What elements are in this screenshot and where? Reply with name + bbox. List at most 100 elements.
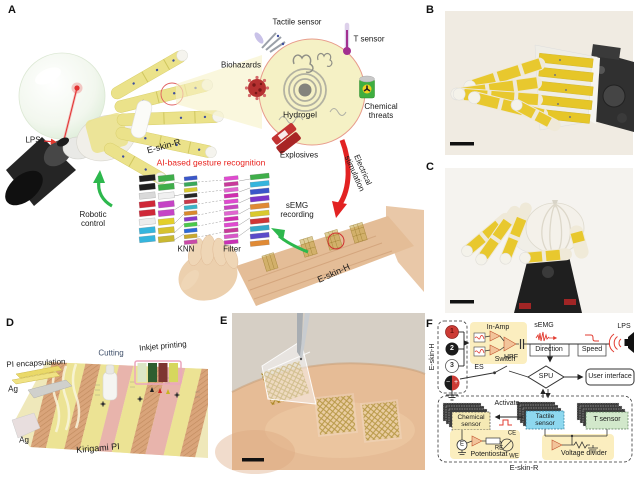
potentiostat-label: Potentiostat (470, 451, 508, 459)
spu-label: SPU (538, 373, 554, 381)
electrode-3-label: 3 (450, 362, 454, 370)
e-label: E (459, 441, 465, 448)
panel-d-label: D (6, 317, 14, 329)
robotic-control-label: Robotic control (79, 210, 107, 228)
dynamite-icon (271, 123, 301, 154)
mesh-patch (314, 393, 358, 437)
scale-bar-c (450, 300, 474, 304)
eskin-r-box (437, 395, 633, 463)
magnifier-circle (258, 38, 366, 146)
chemical-barrel-icon (359, 75, 375, 99)
stimulation-electrode-pair (444, 375, 460, 401)
hpf-label: HPF (504, 354, 518, 362)
ai-gesture-title: AI-based gesture recognition (156, 157, 266, 168)
human-arm (178, 206, 424, 306)
robot-hand-a (5, 49, 224, 206)
panel-e-label: E (220, 315, 228, 327)
cutting-tool (102, 364, 118, 401)
chemical-sensor-stack (442, 402, 491, 431)
virus-icon (244, 75, 270, 101)
garlic-bulb (525, 200, 585, 254)
t-sensor-stack (576, 402, 629, 430)
potentiostat-block (450, 430, 520, 459)
f-eskin-h-label: E-skin-H (429, 343, 437, 371)
direction-label: Direction (535, 346, 563, 354)
knn-label: KNN (177, 244, 195, 254)
panel-b-photo (445, 11, 634, 155)
ag-layer-bottom (11, 412, 41, 439)
voltage-divider-label: Voltage divider (561, 450, 607, 458)
f-lps-label: LPS (617, 323, 631, 331)
tweezers-icon (297, 313, 310, 361)
nn-diagram (138, 172, 270, 247)
biohazards-label: Biohazards (220, 60, 262, 70)
hydrogel-label: Hydrogel (282, 109, 318, 120)
scale-bar-b (450, 142, 474, 146)
squiggle-icon (317, 52, 333, 67)
ag-top-label: Ag (8, 384, 18, 394)
panel-a-illustration (5, 22, 424, 306)
plus-label: + (453, 379, 459, 387)
laser-beam (62, 82, 83, 141)
scale-bar-e (242, 458, 264, 462)
ce-label: CE (507, 430, 517, 437)
thermometer-icon (343, 22, 351, 55)
in-amp-block (470, 322, 527, 364)
es-switch (459, 365, 529, 380)
in-amp-label: In-Amp (486, 324, 510, 332)
kirigami-marks (100, 392, 180, 407)
semg-recording-label: sEMG recording (280, 201, 314, 219)
tactile-sensor-label: Tactile sensor (272, 17, 322, 27)
robot-hand-b (450, 44, 634, 132)
panel-b-label: B (426, 4, 434, 16)
green-arrow-robotic (93, 170, 113, 208)
filter-label: Filter (223, 244, 241, 254)
f-t-sensor-label: T sensor (593, 416, 621, 424)
lps-arrow (43, 138, 57, 145)
electrode-group-box (437, 320, 468, 394)
chemical-sensor-label: Chemical sensor (457, 413, 485, 428)
arm-annotation-circle (327, 232, 345, 250)
minus-label: − (445, 379, 451, 387)
bubble (18, 52, 106, 140)
speed-cell (577, 343, 607, 357)
explosives-label: Explosives (279, 150, 319, 160)
semg-burst-waveform (535, 331, 558, 342)
es-label: ES (474, 364, 484, 372)
switch-label: Switch (494, 356, 516, 364)
green-arrow-semg (271, 228, 309, 254)
tactile-sensor-stack (516, 401, 565, 430)
f-eskin-r-label: E-skin-R (509, 462, 539, 472)
activate-pulse-waveform (499, 419, 512, 426)
electrode-bus (458, 331, 470, 367)
t-sensor-label: T sensor (353, 34, 385, 44)
speed-label: Speed (581, 346, 603, 354)
panel-d-illustration (11, 360, 208, 458)
ink-drop-marks (150, 387, 170, 394)
activate-label: Activate (494, 400, 520, 408)
robot-hand-c (461, 200, 589, 313)
electrode-1-label: 1 (450, 328, 454, 336)
tactile-probe-icon (254, 32, 286, 53)
lps-label: LPS (25, 135, 41, 145)
panel-f-circuit (437, 320, 635, 463)
voltage-divider-block (542, 429, 614, 460)
f-semg-label: sEMG (534, 322, 554, 330)
electrode-2-label: 2 (450, 345, 454, 353)
mesh-patch (360, 399, 402, 443)
panel-c-label: C (426, 161, 434, 173)
we-label: WE (509, 453, 519, 460)
speed-step-waveform (585, 334, 599, 342)
squiggle-icon (292, 54, 314, 74)
panel-a-label: A (8, 4, 16, 16)
ag-bottom-label: Ag (19, 435, 29, 445)
f-tactile-sensor-label: Tactile sensor (535, 412, 555, 427)
re-label: RE (494, 445, 504, 452)
pi-encapsulation-layers (11, 365, 63, 385)
ag-layer-top (27, 379, 73, 399)
ink-cartridges (134, 360, 182, 385)
nn-connections (173, 178, 251, 241)
lps-speaker-icon (608, 332, 634, 353)
